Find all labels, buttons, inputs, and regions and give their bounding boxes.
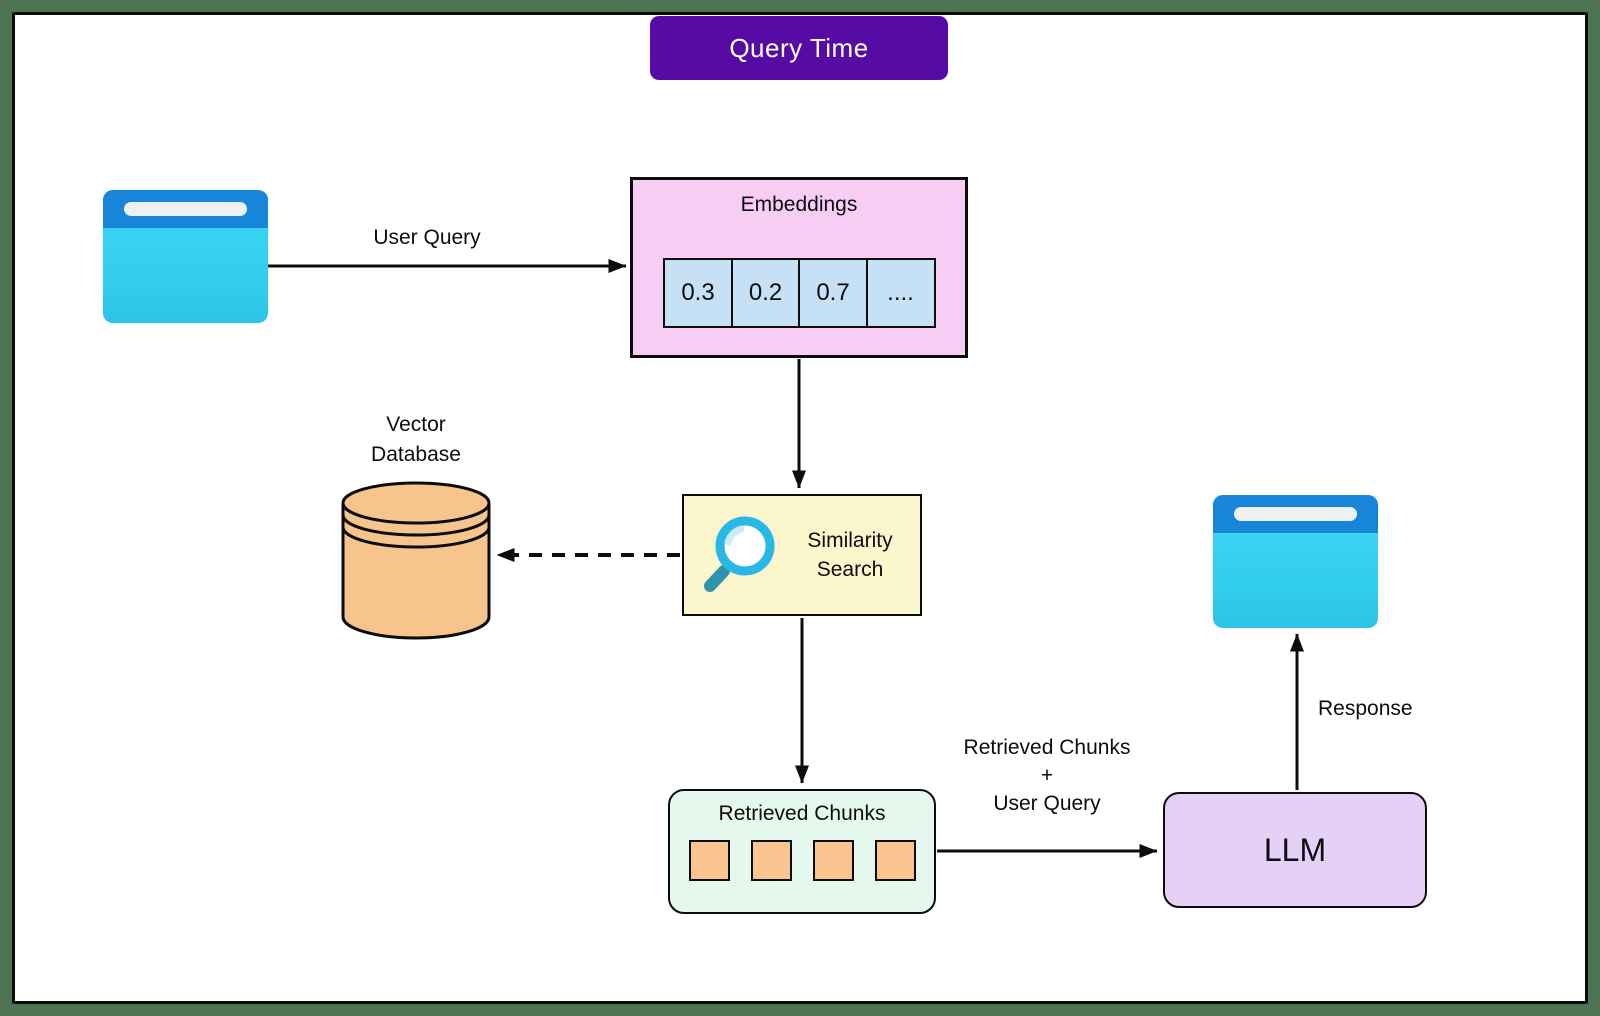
- retrieved-chunks-box: Retrieved Chunks: [668, 789, 936, 914]
- embedding-cell: ....: [865, 258, 936, 328]
- user-browser-window-icon: [103, 190, 268, 323]
- response-browser-window-icon: [1213, 495, 1378, 628]
- browser-address-bar: [1234, 507, 1357, 521]
- vector-database-label: Vector Database: [326, 410, 506, 470]
- vector-database-label-line1: Vector: [386, 413, 446, 436]
- similarity-search-box: Similarity Search: [682, 494, 922, 616]
- embedding-cell: 0.3: [663, 258, 733, 328]
- title-text: Query Time: [729, 32, 869, 63]
- retrieved-plus-query-label: Retrieved Chunks + User Query: [940, 734, 1154, 818]
- similarity-search-label-line1: Similarity: [807, 529, 893, 552]
- browser-header-bar: [103, 190, 268, 228]
- retrieved-chunks-title: Retrieved Chunks: [718, 802, 886, 825]
- similarity-search-label: Similarity Search: [780, 526, 920, 584]
- vector-database-label-line2: Database: [371, 443, 461, 466]
- chunk-square: [689, 840, 730, 881]
- embeddings-title: Embeddings: [740, 193, 858, 216]
- chunk-row: [689, 840, 916, 881]
- embedding-cell: 0.7: [798, 258, 868, 328]
- retrieved-plus-query-line1: Retrieved Chunks: [963, 736, 1131, 759]
- retrieved-plus-query-line3: User Query: [993, 792, 1101, 815]
- database-cylinder-icon: [341, 481, 491, 640]
- chunk-square: [751, 840, 792, 881]
- chunk-square: [813, 840, 854, 881]
- browser-address-bar: [124, 202, 247, 216]
- embedding-vector: 0.3 0.2 0.7 ....: [663, 258, 936, 328]
- user-query-label: User Query: [373, 226, 481, 249]
- chunk-square: [875, 840, 916, 881]
- embedding-cell: 0.2: [730, 258, 801, 328]
- llm-box: LLM: [1163, 792, 1427, 908]
- embeddings-box: Embeddings 0.3 0.2 0.7 ....: [630, 177, 968, 358]
- response-label: Response: [1318, 697, 1413, 720]
- browser-header-bar: [1213, 495, 1378, 533]
- similarity-search-label-line2: Search: [816, 558, 884, 581]
- retrieved-plus-query-line2: +: [1040, 764, 1054, 787]
- llm-label: LLM: [1263, 831, 1327, 868]
- title-banner: Query Time: [650, 16, 948, 80]
- magnifier-icon: [704, 516, 775, 592]
